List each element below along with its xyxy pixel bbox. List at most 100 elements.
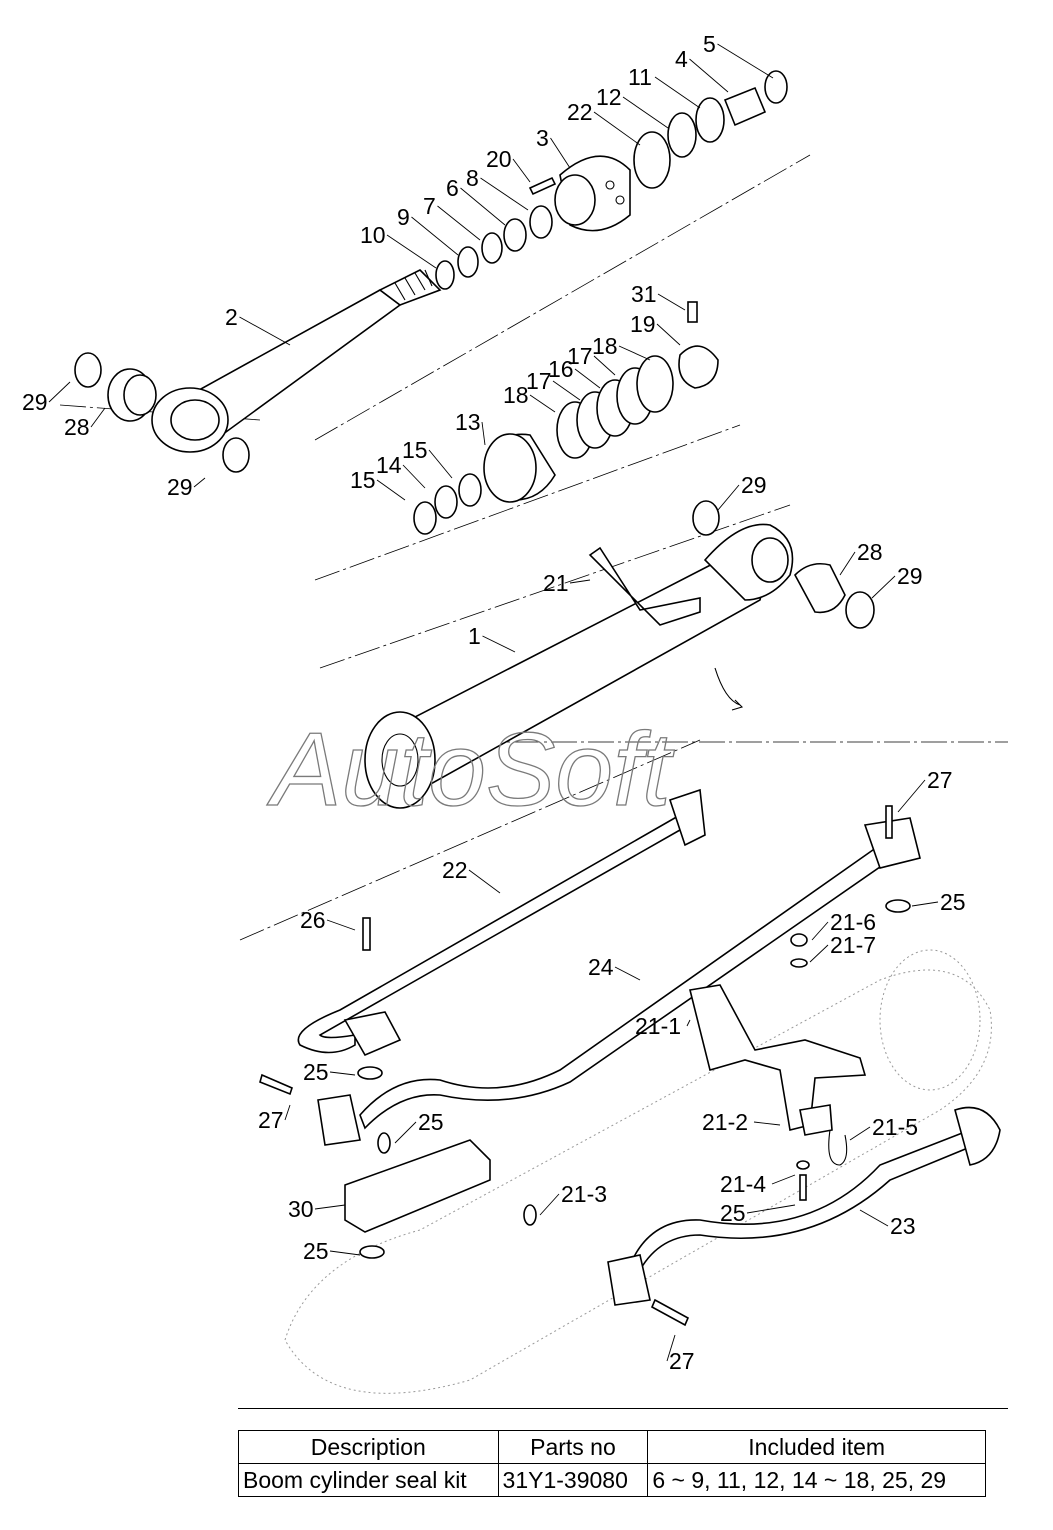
nut-19 [678, 345, 719, 389]
bolt-21-3 [799, 1174, 807, 1201]
callout-6: 6 [446, 175, 459, 201]
snap-ring-10 [435, 260, 455, 290]
leader-line [569, 579, 591, 584]
leader-line [622, 96, 669, 129]
callout-25: 25 [418, 1109, 444, 1135]
callout-29: 29 [22, 389, 48, 415]
callout-19: 19 [630, 311, 656, 337]
o-ring-25d [523, 1204, 537, 1226]
leader-line [482, 635, 516, 653]
clamp-21 [588, 546, 701, 626]
leader-line [657, 293, 686, 311]
dust-seal-29c [692, 500, 720, 536]
o-ring-22 [633, 131, 671, 189]
leader-line [656, 323, 681, 346]
back-up-ring-12 [667, 112, 697, 158]
leader-line [428, 449, 453, 479]
callout-17: 17 [526, 368, 552, 394]
col-included-item-header: Included item [647, 1430, 986, 1464]
leader-line [480, 177, 529, 211]
leader-line [329, 1071, 356, 1076]
callout-29: 29 [741, 472, 767, 498]
set-screw-31 [687, 301, 698, 323]
leader-line [539, 1193, 560, 1216]
leader-line [689, 58, 729, 93]
ring-15b [413, 501, 437, 535]
leader-line [897, 779, 926, 813]
leader-line [394, 1121, 417, 1144]
callout-25: 25 [720, 1200, 746, 1226]
pipe-22 [297, 788, 706, 1057]
callout-21-4: 21-4 [720, 1171, 766, 1197]
leader-lines [48, 43, 939, 1362]
dust-seal-29b [222, 437, 250, 473]
washer-21-7 [790, 958, 808, 968]
callout-24: 24 [588, 954, 614, 980]
table-header-row: Description Parts no Included item [238, 1430, 986, 1464]
callout-14: 14 [376, 452, 402, 478]
callout-26: 26 [300, 907, 326, 933]
bolt-27-bottom [650, 1298, 690, 1327]
leader-line [746, 1204, 796, 1214]
callout-9: 9 [397, 204, 410, 230]
callout-21: 21 [543, 570, 569, 596]
leader-line [481, 421, 486, 446]
callout-8: 8 [466, 165, 479, 191]
exploded-parts-diagram: AutoSoft 5411122232086791022928293119181… [22, 31, 1008, 1394]
callout-20: 20 [486, 146, 512, 172]
callout-2: 2 [225, 304, 238, 330]
kit-included-items: 6 ~ 9, 11, 12, 14 ~ 18, 25, 29 [647, 1463, 986, 1497]
leader-line [809, 944, 829, 963]
rod-cover [554, 155, 631, 232]
kit-parts-no: 31Y1-39080 [497, 1463, 649, 1497]
o-ring-25e [359, 1245, 385, 1259]
leader-line [468, 869, 501, 894]
callout-15: 15 [402, 437, 428, 463]
piston [483, 433, 556, 503]
leader-line [811, 921, 829, 941]
bush-28-right [794, 562, 846, 614]
leader-line [771, 1174, 796, 1185]
callout-30: 30 [288, 1196, 314, 1222]
callout-21-3: 21-3 [561, 1181, 607, 1207]
callout-13: 13 [455, 409, 481, 435]
ring-14 [434, 485, 458, 519]
callout-12: 12 [596, 84, 622, 110]
leader-line [614, 966, 641, 981]
callout-4: 4 [675, 46, 688, 72]
leader-line [911, 901, 939, 907]
o-ring-25c [377, 1132, 391, 1154]
cylinder-tube [364, 523, 794, 809]
leader-line [529, 394, 556, 413]
leader-line [618, 345, 651, 361]
leader-line [314, 1204, 346, 1210]
leader-line [717, 484, 740, 511]
callout-3: 3 [536, 125, 549, 151]
callout-22: 22 [442, 857, 468, 883]
callout-27: 27 [669, 1348, 695, 1374]
callout-27: 27 [927, 767, 953, 793]
kit-description: Boom cylinder seal kit [238, 1463, 499, 1497]
arrow-icon [714, 667, 744, 711]
callout-21-5: 21-5 [872, 1114, 918, 1140]
callout-22: 22 [567, 99, 593, 125]
leader-line [859, 1209, 889, 1227]
leader-line [574, 368, 601, 389]
table-row: Boom cylinder seal kit 31Y1-39080 6 ~ 9,… [238, 1463, 986, 1497]
callout-31: 31 [631, 281, 657, 307]
leader-line [402, 464, 426, 489]
bushing-4 [723, 86, 767, 127]
leader-line [717, 43, 774, 79]
leader-line [326, 919, 356, 931]
leader-line [839, 551, 856, 576]
leader-line [512, 158, 531, 183]
leader-line [849, 1126, 871, 1141]
leader-line [460, 187, 506, 226]
callout-28: 28 [64, 414, 90, 440]
leader-line [376, 479, 406, 501]
callout-18: 18 [503, 382, 529, 408]
table-top-rule [238, 1408, 1008, 1409]
callout-5: 5 [703, 31, 716, 57]
col-parts-no-header: Parts no [497, 1430, 649, 1464]
o-ring-25a [885, 899, 911, 913]
